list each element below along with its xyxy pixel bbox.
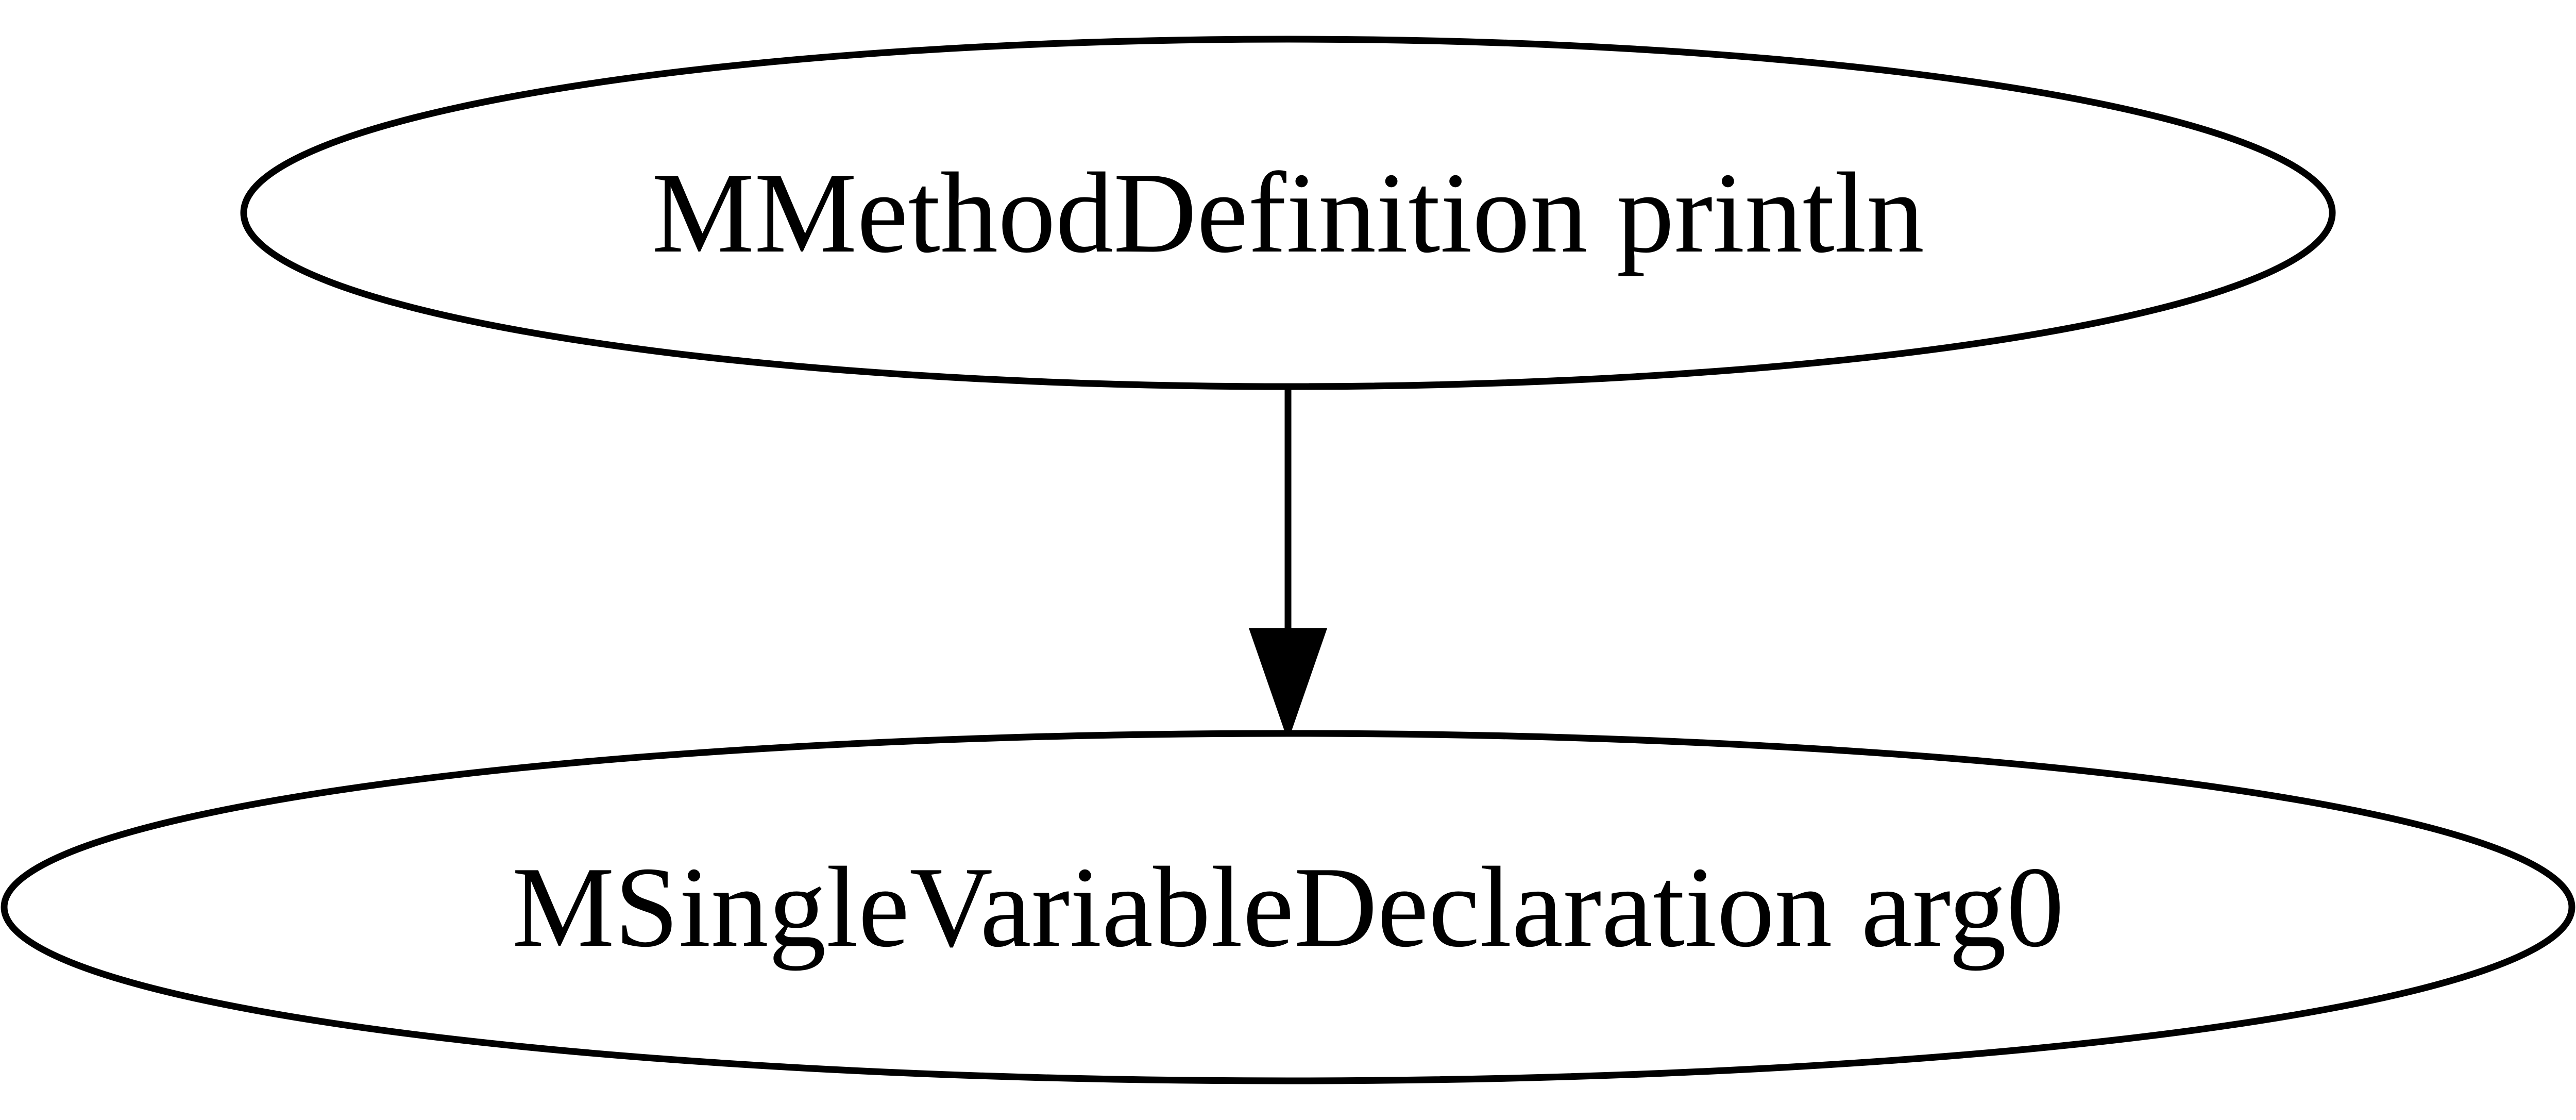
- arrowhead: [1248, 628, 1328, 741]
- node-method-definition[interactable]: MMethodDefinition println: [240, 36, 2336, 390]
- node-single-variable-declaration[interactable]: MSingleVariableDeclaration arg0: [1, 730, 2575, 1084]
- node-ellipse: [240, 36, 2336, 390]
- node-label: MMethodDefinition println: [652, 149, 1924, 277]
- node-ellipse: [1, 730, 2575, 1084]
- edge-method-to-param: [1248, 387, 1328, 741]
- node-label: MSingleVariableDeclaration arg0: [512, 843, 2064, 971]
